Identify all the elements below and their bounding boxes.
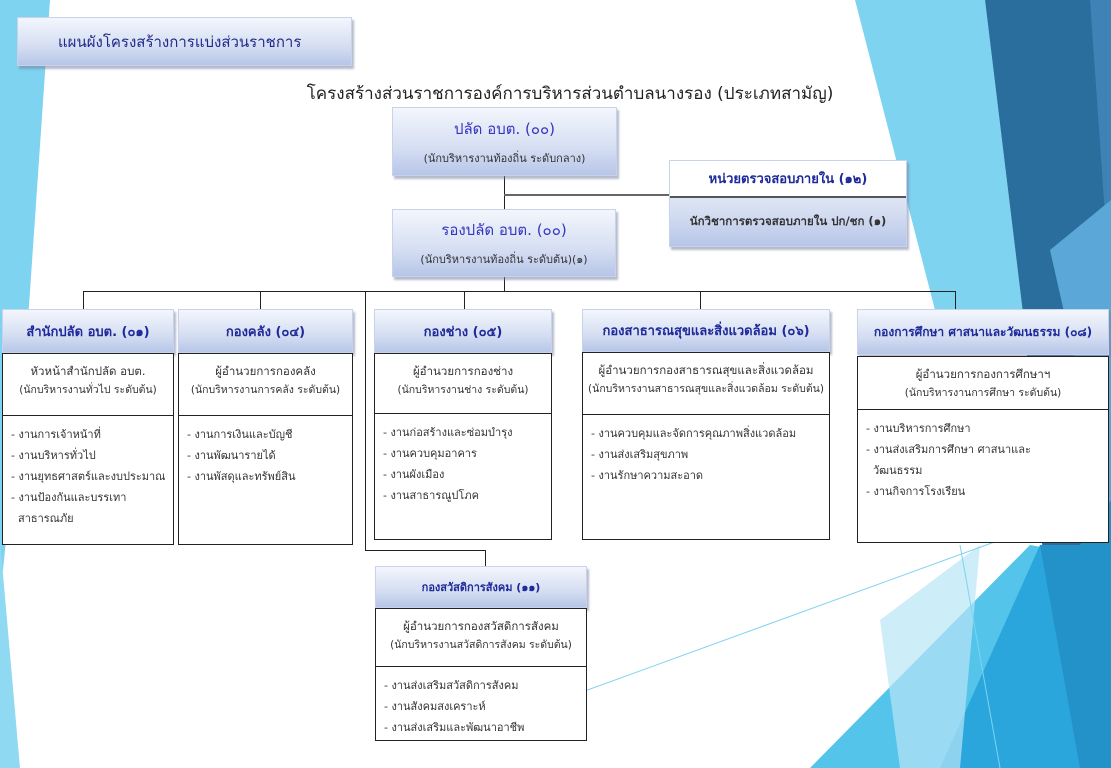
connector-line <box>365 291 366 550</box>
palad-subtitle: (นักบริหารงานท้องถิ่น ระดับกลาง) <box>423 151 586 165</box>
head-subtitle: (นักบริหารงานทั่วไป ระดับต้น) <box>19 384 157 396</box>
task-item: - งานพัสดุและทรัพย์สิน <box>187 470 296 483</box>
department-header: กองคลัง (๐๔) <box>178 309 353 353</box>
task-item: - งานส่งเสริมการศึกษา ศาสนาและ <box>866 443 1031 456</box>
head-title: ผู้อำนวยการกองคลัง <box>215 364 316 378</box>
task-item: - งานป้องกันและบรรเทา <box>11 491 127 504</box>
connector-line <box>260 291 261 309</box>
slide-title: แผนผังโครงสร้างการแบ่งส่วนราชการ <box>17 17 352 66</box>
department-head: ผู้อำนวยการกองสาธารณสุขและสิ่งแวดล้อม (น… <box>583 353 829 415</box>
connector-line <box>955 291 956 309</box>
head-subtitle: (นักบริหารงานการคลัง ระดับต้น) <box>190 384 341 396</box>
connector-line <box>83 291 955 292</box>
audit-position: นักวิชาการตรวจสอบภายใน ปก/ชก (๑) <box>689 214 887 228</box>
task-item: - งานควบคุมอาคาร <box>383 447 477 460</box>
task-list: - งานควบคุมและจัดการคุณภาพสิ่งแวดล้อม - ง… <box>583 415 829 486</box>
connector-line <box>464 291 465 309</box>
head-subtitle: (นักบริหารงานการศึกษา ระดับต้น) <box>904 387 1062 399</box>
department-header: สำนักปลัด อบต. (๐๑) <box>2 309 174 353</box>
connector-line <box>485 550 486 566</box>
task-item: - งานกิจการโรงเรียน <box>866 485 966 498</box>
task-item: - งานบริหารทั่วไป <box>11 449 96 462</box>
connector-line <box>700 291 701 309</box>
task-list: - งานบริหารการศึกษา - งานส่งเสริมการศึกษา… <box>858 410 1108 502</box>
task-item: - งานส่งเสริมและพัฒนาอาชีพ <box>384 721 525 734</box>
task-list: - งานส่งเสริมสวัสดิการสังคม - งานสังคมสงเ… <box>376 667 586 738</box>
department-head: ผู้อำนวยการกองสวัสดิการสังคม (นักบริหารง… <box>376 609 586 667</box>
department-box: ผู้อำนวยการกองสาธารณสุขและสิ่งแวดล้อม (น… <box>582 352 830 540</box>
task-list: - งานการเจ้าหน้าที่ - งานบริหารทั่วไป - งา… <box>3 416 173 529</box>
chart-title: โครงสร้างส่วนราชการองค์การบริหารส่วนตำบล… <box>306 84 834 104</box>
task-item: สาธารณภัย <box>11 512 74 525</box>
connector-line <box>504 277 505 291</box>
department-header: กองการศึกษา ศาสนาและวัฒนธรรม (๐๘) <box>857 309 1109 355</box>
department-box: ผู้อำนวยการกองช่าง (นักบริหารงานช่าง ระด… <box>374 353 552 540</box>
department-header: กองสาธารณสุขและสิ่งแวดล้อม (๐๖) <box>582 309 830 352</box>
task-item: - งานบริหารการศึกษา <box>866 422 971 435</box>
rong-palad-subtitle: (นักบริหารงานท้องถิ่น ระดับต้น)(๑) <box>420 253 588 266</box>
department-header: กองช่าง (๐๕) <box>374 309 552 353</box>
task-item: - งานสาธารณูปโภค <box>383 489 479 502</box>
head-title: ผู้อำนวยการกองสาธารณสุขและสิ่งแวดล้อม <box>598 363 814 377</box>
department-head: ผู้อำนวยการกองช่าง (นักบริหารงานช่าง ระด… <box>375 354 551 414</box>
task-item: - งานการเจ้าหน้าที่ <box>11 428 101 441</box>
head-subtitle: (นักบริหารงานช่าง ระดับต้น) <box>397 384 529 396</box>
department-head: ผู้อำนวยการกองคลัง (นักบริหารงานการคลัง … <box>179 354 352 416</box>
task-item: วัฒนธรรม <box>866 464 923 477</box>
department-header: กองสวัสดิการสังคม (๑๑) <box>375 566 587 608</box>
task-list: - งานก่อสร้างและซ่อมบำรุง - งานควบคุมอาคา… <box>375 414 551 506</box>
task-item: - งานก่อสร้างและซ่อมบำรุง <box>383 426 513 439</box>
head-subtitle: (นักบริหารงานสวัสดิการสังคม ระดับต้น) <box>390 639 572 651</box>
department-box: ผู้อำนวยการกองการศึกษาฯ (นักบริหารงานการ… <box>857 356 1109 543</box>
task-item: - งานผังเมือง <box>383 468 445 481</box>
head-title: ผู้อำนวยการกองสวัสดิการสังคม <box>403 619 559 633</box>
task-item: - งานยุทธศาสตร์และงบประมาณ <box>11 470 166 483</box>
audit-title: หน่วยตรวจสอบภายใน (๑๒) <box>670 161 906 198</box>
task-list: - งานการเงินและบัญชี - งานพัฒนารายได้ - งา… <box>179 416 352 487</box>
department-box: หัวหน้าสำนักปลัด อบต. (นักบริหารงานทั่วไ… <box>2 353 174 545</box>
task-item: - งานสังคมสงเคราะห์ <box>384 700 486 713</box>
head-title: ผู้อำนวยการกองการศึกษาฯ <box>915 367 1051 381</box>
head-subtitle: (นักบริหารงานสาธารณสุขและสิ่งแวดล้อม ระด… <box>588 383 824 395</box>
rong-palad-title: รองปลัด อบต. (๐๐) <box>441 221 567 239</box>
connector-line <box>504 194 669 196</box>
connector-line <box>365 550 485 551</box>
task-item: - งานรักษาความสะอาด <box>591 469 704 482</box>
department-box: ผู้อำนวยการกองสวัสดิการสังคม (นักบริหารง… <box>375 608 587 741</box>
task-item: - งานส่งเสริมสวัสดิการสังคม <box>384 679 519 692</box>
task-item: - งานการเงินและบัญชี <box>187 428 293 441</box>
palad-title: ปลัด อบต. (๐๐) <box>453 119 556 138</box>
department-box: ผู้อำนวยการกองคลัง (นักบริหารงานการคลัง … <box>178 353 353 545</box>
head-title: ผู้อำนวยการกองช่าง <box>412 364 514 378</box>
connector-line <box>504 176 505 209</box>
task-item: - งานพัฒนารายได้ <box>187 449 276 462</box>
connector-line <box>83 291 84 309</box>
department-head: ผู้อำนวยการกองการศึกษาฯ (นักบริหารงานการ… <box>858 357 1108 410</box>
audit-box: หน่วยตรวจสอบภายใน (๑๒) นักวิชาการตรวจสอบ… <box>669 160 907 247</box>
task-item: - งานควบคุมและจัดการคุณภาพสิ่งแวดล้อม <box>591 427 797 440</box>
task-item: - งานส่งเสริมสุขภาพ <box>591 448 689 461</box>
head-title: หัวหน้าสำนักปลัด อบต. <box>30 364 146 378</box>
palad-box: ปลัด อบต. (๐๐) (นักบริหารงานท้องถิ่น ระด… <box>392 107 617 176</box>
department-head: หัวหน้าสำนักปลัด อบต. (นักบริหารงานทั่วไ… <box>3 354 173 416</box>
rong-palad-box: รองปลัด อบต. (๐๐) (นักบริหารงานท้องถิ่น … <box>392 209 616 277</box>
